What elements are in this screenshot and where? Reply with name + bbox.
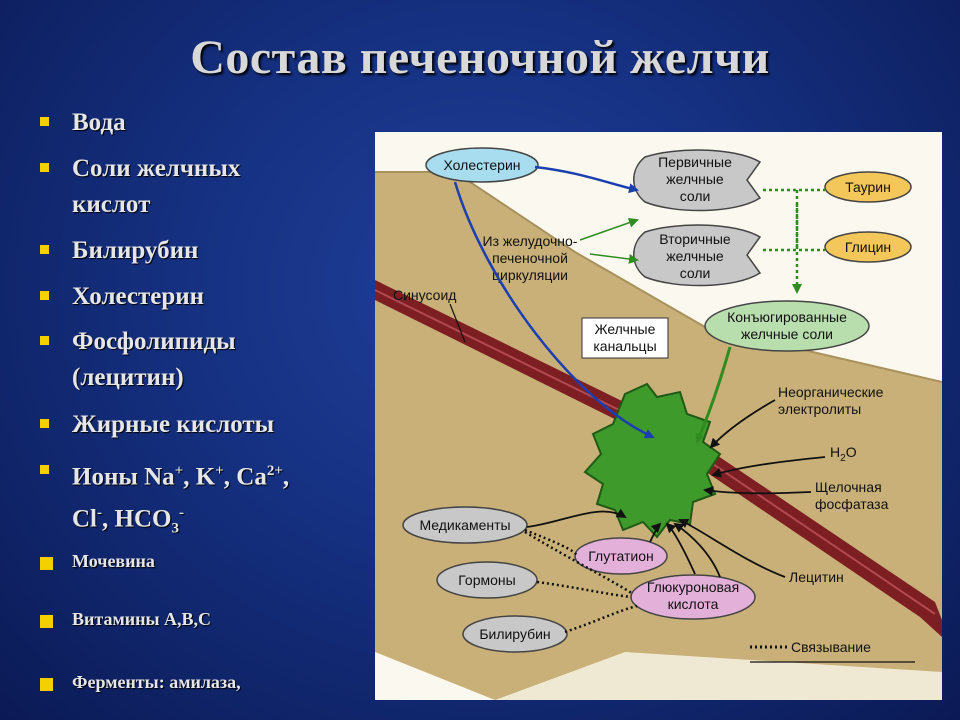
svg-text:Глюкуроновая: Глюкуроновая [647,579,739,595]
svg-text:кислота: кислота [668,596,719,612]
bilirubin-node [462,615,568,653]
list-item: Вода [40,105,126,141]
svg-text:желчные соли: желчные соли [741,326,833,342]
list-item: Фосфолипиды (лецитин) [40,324,236,396]
svg-text:Связывание: Связывание [791,639,871,655]
bullet-square-icon [40,336,49,345]
list-item: Билирубин [40,233,198,269]
list-item-ions: Ионы Na+, K+, Ca2+, Cl-, HCO3- [40,453,289,547]
svg-text:Гормоны: Гормоны [458,572,515,588]
bullet-square-icon [40,163,49,172]
list-item-small: Ферменты: амилаза, [40,670,241,694]
bullet-square-icon [40,557,53,570]
bullet-square-icon [40,419,49,428]
svg-text:Вторичные: Вторичные [659,231,731,247]
bullet-square-icon [40,117,49,126]
water-label: H2O [830,444,857,464]
svg-text:Билирубин: Билирубин [479,626,550,642]
svg-text:Синусоид: Синусоид [393,287,456,303]
svg-text:желчные: желчные [666,171,724,187]
glutathione-node [574,537,668,575]
svg-text:желчные: желчные [666,248,724,264]
bullet-square-icon [40,245,49,254]
svg-text:Первичные: Первичные [658,154,732,170]
sinusoid-vessel [375,280,942,637]
hormones-node [436,561,538,599]
bullet-square-icon [40,678,53,691]
list-item-small: Витамины A,B,C [40,607,211,631]
bullet-square-icon [40,465,49,474]
svg-text:Желчные: Желчные [595,321,656,337]
bullet-square-icon [40,291,49,300]
list-item: Соли желчных кислот [40,151,240,223]
list-item-small: Мочевина [40,549,155,573]
svg-text:Из желудочно-: Из желудочно- [483,233,578,249]
cholesterol-node [425,147,539,183]
list-item: Холестерин [40,279,204,315]
drugs-node [402,506,528,544]
slide-title: Состав печеночной желчи [190,31,770,84]
svg-text:Холестерин: Холестерин [444,157,521,173]
svg-text:канальцы: канальцы [593,338,656,354]
svg-text:Глутатион: Глутатион [588,548,653,564]
svg-text:соли: соли [680,265,711,281]
svg-text:Неорганические: Неорганические [778,384,884,400]
glycine-node [824,231,912,263]
canaliculi-label-box [581,317,669,359]
bile-formation-diagram: Холестерин Первичные желчные соли Вторич… [375,132,942,700]
svg-text:Глицин: Глицин [845,239,891,255]
svg-text:фосфатаза: фосфатаза [815,496,889,512]
taurine-node [824,171,912,203]
svg-text:Медикаменты: Медикаменты [419,517,510,533]
svg-text:Конъюгированные: Конъюгированные [727,309,847,325]
svg-text:соли: соли [680,188,711,204]
svg-text:Таурин: Таурин [845,179,891,195]
svg-text:циркуляции: циркуляции [492,267,568,283]
svg-text:электролиты: электролиты [778,401,861,417]
conjugated-bile-salts-node [704,300,870,352]
svg-text:Лецитин: Лецитин [789,569,844,585]
list-item: Жирные кислоты [40,407,274,443]
svg-text:печеночной: печеночной [492,250,568,266]
svg-text:Щелочная: Щелочная [815,479,882,495]
bullet-square-icon [40,615,53,628]
